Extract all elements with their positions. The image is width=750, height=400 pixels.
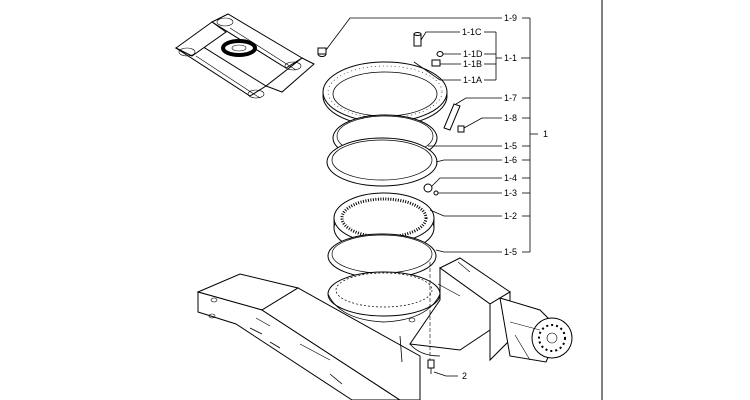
callout-labels: 1-9 1-1C 1-1D 1-1B 1-1A 1-1 1-7 1-8 1 1-… xyxy=(462,13,548,381)
bolt-1-9-part xyxy=(317,47,327,57)
bearing-location-marker xyxy=(221,39,257,57)
outer-race-ring-1-1a xyxy=(322,61,448,127)
callout-1-5-lower: 1-5 xyxy=(504,247,517,257)
seal-1-7-part xyxy=(443,103,461,131)
nipple-1-1b-part xyxy=(431,59,441,67)
callout-1-9: 1-9 xyxy=(504,13,517,23)
fitting-1-1d-part xyxy=(436,51,444,57)
drive-sprocket xyxy=(531,317,573,359)
plug-1-1c-part xyxy=(413,32,422,47)
bolt-1-8-part xyxy=(457,125,465,133)
callout-1-1d: 1-1D xyxy=(463,49,483,59)
callout-2: 2 xyxy=(462,371,467,381)
ring-1-6 xyxy=(326,137,438,187)
inset-undercarriage-icon xyxy=(174,13,315,99)
callout-1-3: 1-3 xyxy=(504,188,517,198)
callout-1-1c: 1-1C xyxy=(462,27,482,37)
callout-1-2: 1-2 xyxy=(504,211,517,221)
callout-1-1b: 1-1B xyxy=(463,59,482,69)
callout-1: 1 xyxy=(543,129,548,139)
seal-ring-1-5-lower xyxy=(327,233,437,279)
callout-1-5-upper: 1-5 xyxy=(504,141,517,151)
leader-lines xyxy=(325,17,538,377)
callout-1-7: 1-7 xyxy=(504,93,517,103)
callout-1-8: 1-8 xyxy=(504,113,517,123)
callout-1-4: 1-4 xyxy=(504,173,517,183)
undercarriage-frame xyxy=(196,257,573,400)
turntable-mount xyxy=(327,271,441,317)
spacer-1-3-part xyxy=(433,190,439,196)
ball-1-4-part xyxy=(423,183,433,193)
callout-1-1: 1-1 xyxy=(504,53,517,63)
callout-1-1a: 1-1A xyxy=(463,75,482,85)
callout-1-6: 1-6 xyxy=(504,155,517,165)
bolt-2-part xyxy=(427,359,435,374)
